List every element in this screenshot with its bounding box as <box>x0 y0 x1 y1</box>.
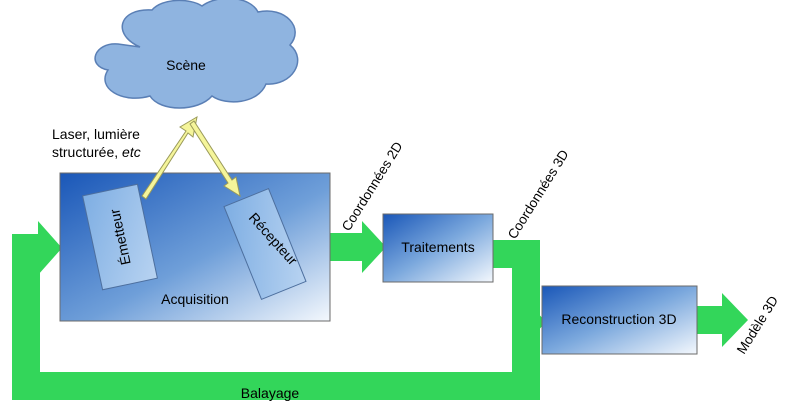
beam-arrows <box>141 116 241 200</box>
processing-box: Traitements <box>382 213 494 283</box>
scene-label: Scène <box>166 57 206 73</box>
sweep-label: Balayage <box>241 385 300 401</box>
flow-arrow-to-model <box>696 293 748 347</box>
reconstruction-box: Reconstruction 3D <box>541 285 698 355</box>
processing-label: Traitements <box>401 239 474 255</box>
flow-connector-proc <box>492 240 540 268</box>
reconstruction-label: Reconstruction 3D <box>561 311 676 327</box>
sweep-bottom-bar <box>12 372 540 400</box>
flow-arrow-to-recon <box>512 296 546 348</box>
signal-line-1: Laser, lumière <box>52 126 140 142</box>
flow-arrow-acq-to-proc <box>330 221 386 273</box>
beam-down-arrow-icon <box>189 120 241 198</box>
signal-line-2: structurée, etc <box>52 144 141 160</box>
scene-cloud: Scène <box>94 0 299 109</box>
sweep-left-bar <box>12 234 40 386</box>
coords-3d-label: Coordonnées 3D <box>505 147 572 242</box>
acquisition-label: Acquisition <box>161 291 229 307</box>
emitter-box: Émetteur <box>82 183 158 291</box>
